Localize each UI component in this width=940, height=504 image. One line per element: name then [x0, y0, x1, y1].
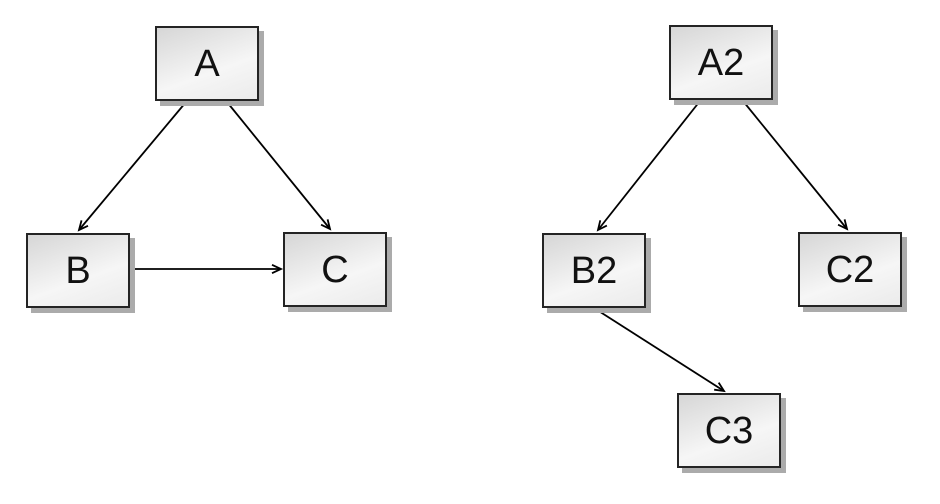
- node-c2[interactable]: C2: [798, 232, 902, 307]
- node-a[interactable]: A: [155, 26, 259, 101]
- node-c3-label: C3: [704, 409, 754, 452]
- edge-a-to-b-arrow: [77, 101, 187, 232]
- node-a2-label: A2: [697, 41, 745, 84]
- edge-b2-to-c3-arrow: [593, 307, 726, 393]
- node-b[interactable]: B: [26, 233, 130, 308]
- node-b-label: B: [65, 249, 91, 292]
- node-b2-label: B2: [570, 249, 618, 292]
- node-c3[interactable]: C3: [677, 393, 781, 468]
- edge-a2-to-c2-arrow: [742, 100, 849, 231]
- node-a-label: A: [194, 42, 220, 85]
- edge-a2-to-b2-arrow: [596, 100, 701, 232]
- node-b2[interactable]: B2: [542, 233, 646, 308]
- node-a2[interactable]: A2: [669, 25, 773, 100]
- edge-a-to-c-arrow: [226, 101, 332, 231]
- node-c-label: C: [321, 248, 349, 291]
- node-c[interactable]: C: [283, 232, 387, 307]
- node-c2-label: C2: [825, 248, 875, 291]
